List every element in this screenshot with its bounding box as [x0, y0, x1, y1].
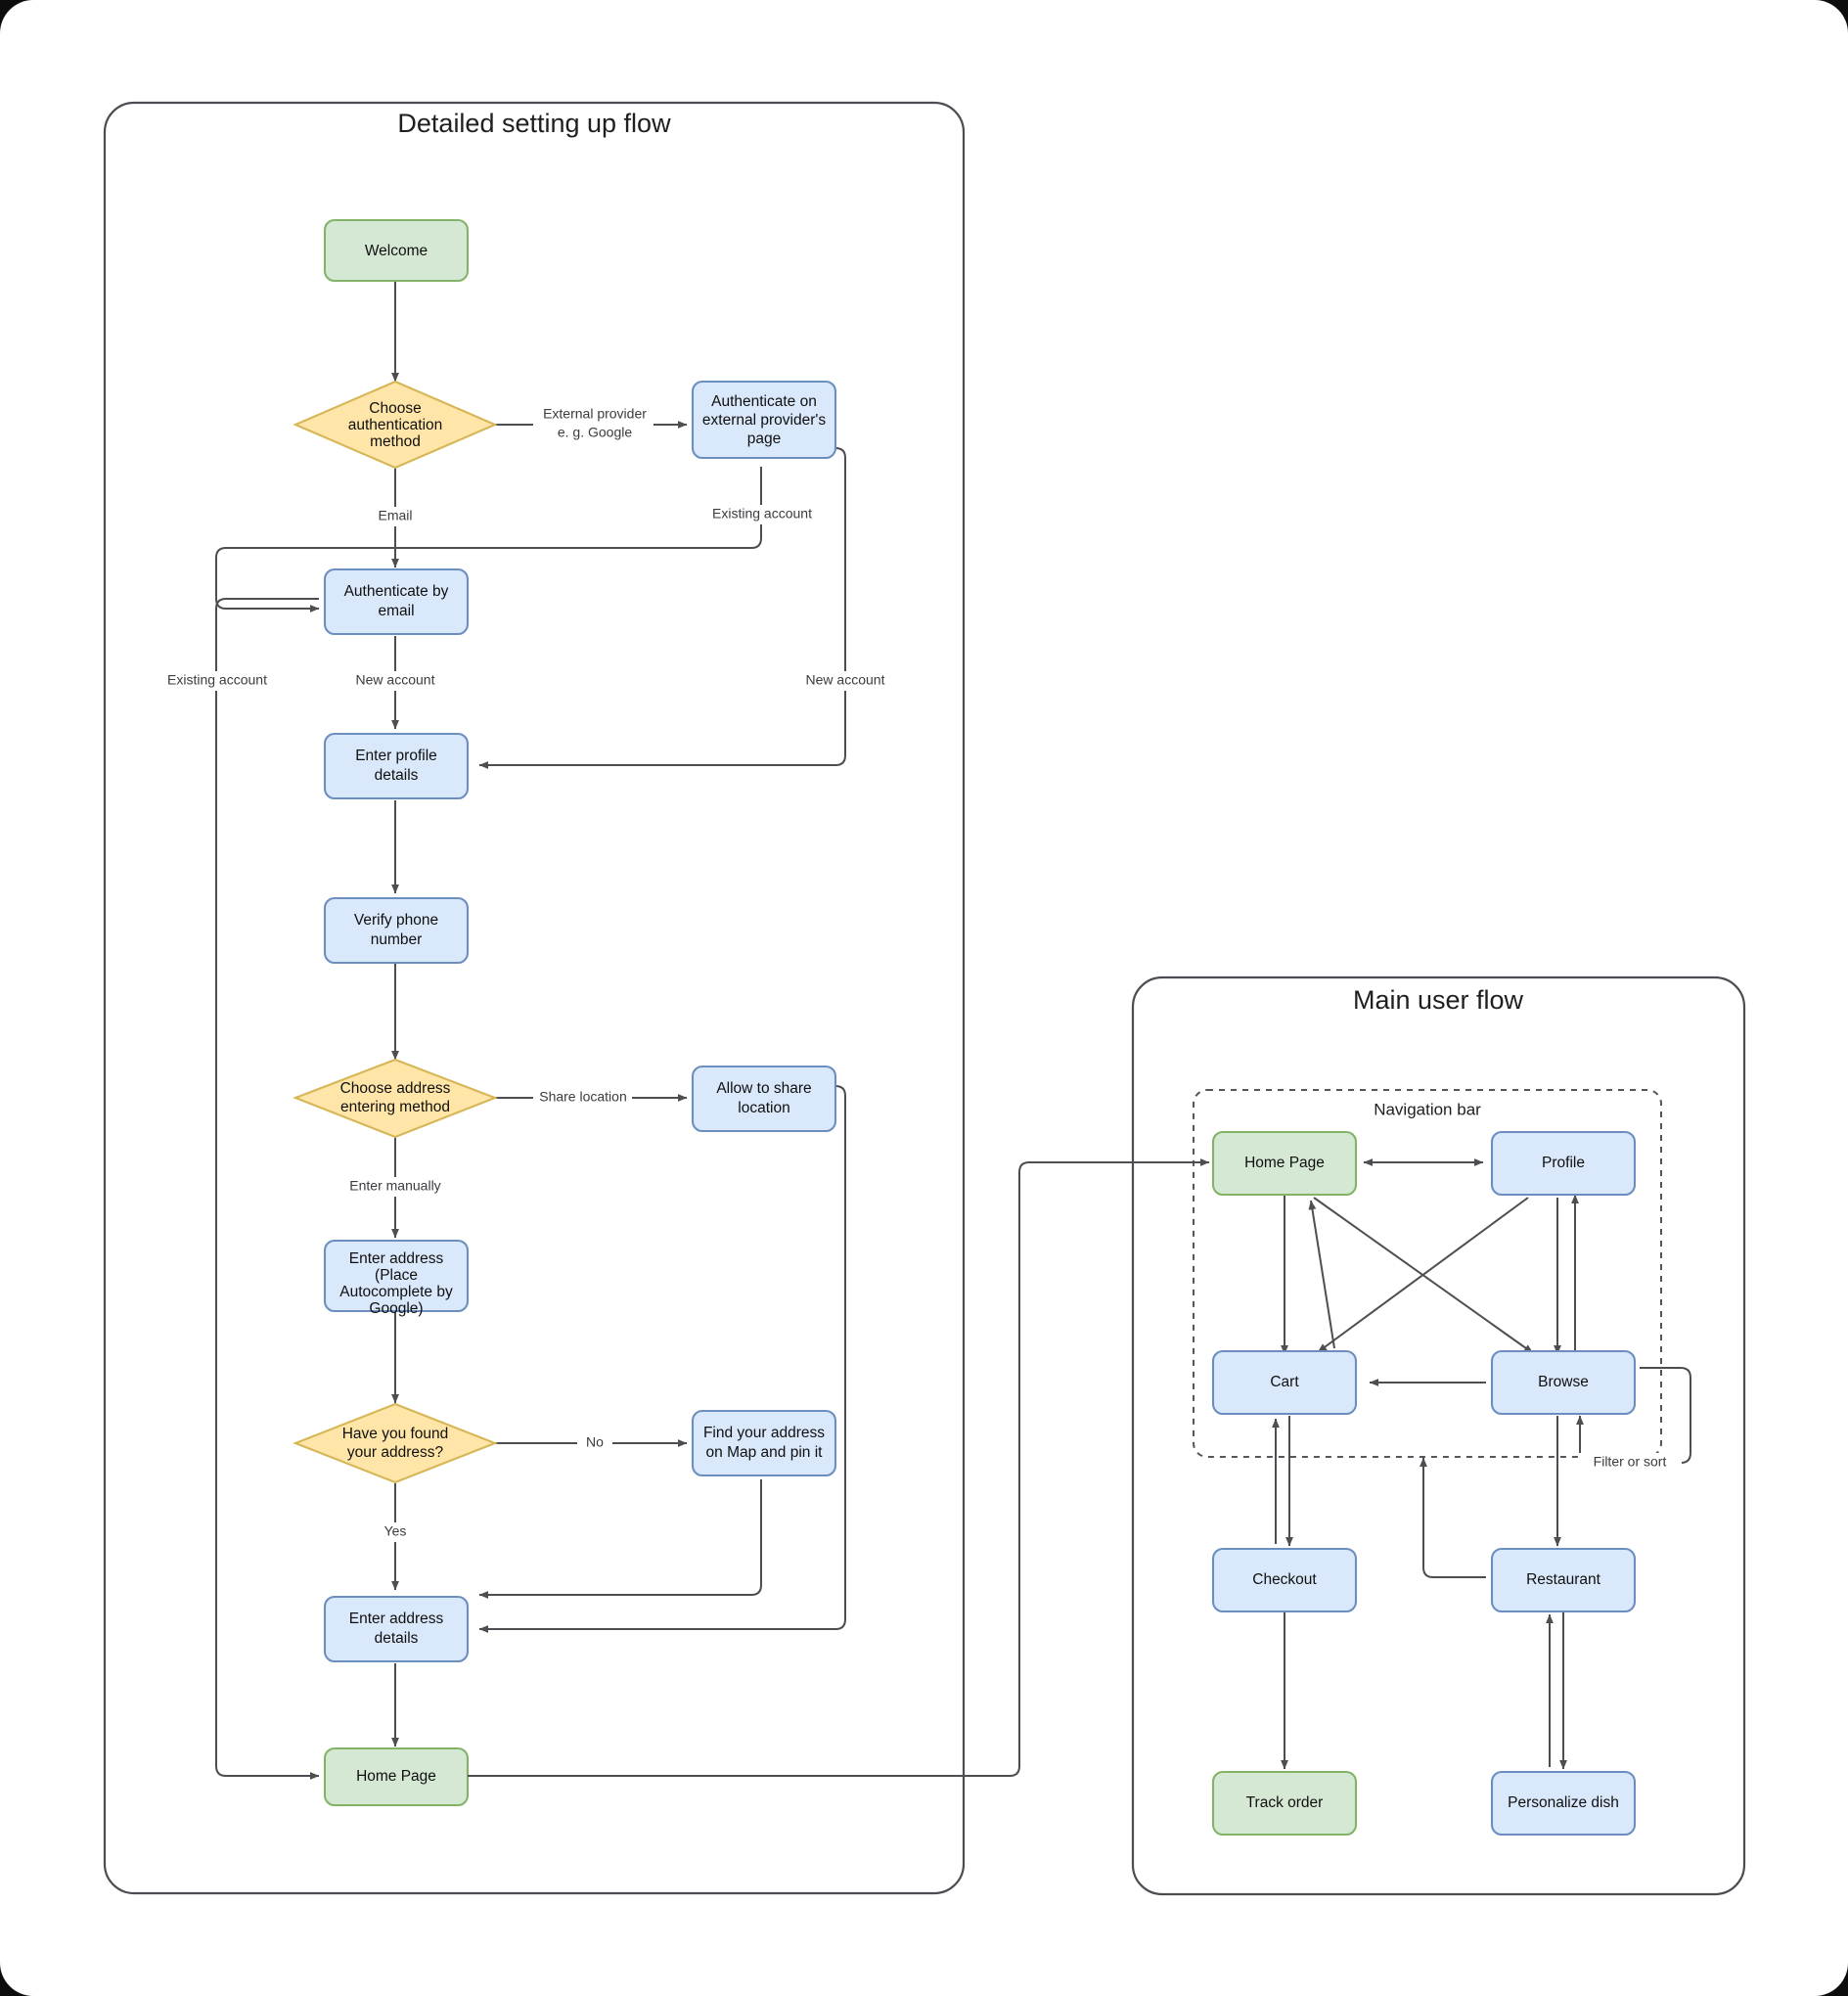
node-enter-address-line4: Google) — [369, 1300, 423, 1317]
node-home-page-left[interactable]: Home Page — [323, 1746, 470, 1807]
node-profile-details-line1: Enter profile — [355, 748, 437, 764]
node-find-your-address-on-map[interactable]: Find your address on Map and pin it — [691, 1409, 837, 1477]
edge-label-existing-account-email: Existing account — [167, 672, 267, 688]
edge-label-external-provider-line1: External provider — [543, 406, 647, 422]
node-enter-address-line3: Autocomplete by — [339, 1284, 453, 1300]
node-profile-label: Profile — [1542, 1155, 1585, 1171]
node-auth-external-line1: Authenticate on — [711, 393, 817, 410]
node-authenticate-on-external-provider[interactable]: Authenticate on external provider's page — [691, 380, 837, 460]
edge-allow-location-to-address-details — [478, 1085, 846, 1633]
node-auth-email-line1: Authenticate by — [344, 583, 449, 600]
edge-find-on-map-to-address-details — [478, 1479, 762, 1599]
node-personalize-dish-label: Personalize dish — [1508, 1794, 1619, 1811]
node-checkout[interactable]: Checkout — [1211, 1547, 1358, 1613]
node-allow-to-share-location[interactable]: Allow to share location — [691, 1065, 837, 1133]
node-authenticate-by-email[interactable]: Authenticate by email — [323, 567, 470, 636]
node-home-page-main[interactable]: Home Page — [1211, 1130, 1358, 1197]
edge-label-filter-or-sort: Filter or sort — [1594, 1454, 1667, 1470]
group-navigation-bar-label: Navigation bar — [1374, 1100, 1481, 1118]
node-track-order[interactable]: Track order — [1211, 1770, 1358, 1837]
node-profile-details-line2: details — [375, 767, 419, 784]
node-choose-address-line2: entering method — [340, 1099, 450, 1115]
node-choose-auth-line3: method — [370, 433, 421, 450]
panel-title-right: Main user flow — [1353, 985, 1524, 1015]
node-enter-address-line2: (Place — [375, 1267, 418, 1284]
edge-label-no: No — [586, 1434, 604, 1450]
node-address-details-line1: Enter address — [349, 1610, 444, 1627]
node-cart-label: Cart — [1270, 1374, 1299, 1390]
edge-label-external-provider-line2: e. g. Google — [558, 425, 632, 440]
node-choose-authentication-method[interactable]: Choose authentication method — [293, 380, 498, 470]
node-choose-address-entering-method[interactable]: Choose address entering method — [293, 1058, 498, 1139]
edge-external-new-account — [478, 447, 846, 769]
edge-auth-email-existing-account — [215, 598, 320, 1780]
node-enter-address-details[interactable]: Enter address details — [323, 1595, 470, 1663]
edge-label-new-account-external: New account — [806, 672, 885, 688]
node-enter-address-place-autocomplete[interactable]: Enter address (Place Autocomplete by Goo… — [323, 1239, 470, 1317]
panel-title-left: Detailed setting up flow — [397, 109, 671, 138]
node-profile[interactable]: Profile — [1490, 1130, 1637, 1197]
node-found-address-line1: Have you found — [342, 1426, 449, 1442]
node-browse[interactable]: Browse — [1490, 1349, 1637, 1416]
panel-main-user-flow — [1131, 975, 1746, 1896]
node-restaurant[interactable]: Restaurant — [1490, 1547, 1637, 1613]
edge-label-share-location: Share location — [539, 1089, 627, 1105]
node-auth-external-line2: external provider's — [702, 412, 826, 429]
node-find-on-map-line1: Find your address — [703, 1425, 825, 1441]
edge-cart-to-profile — [1317, 1197, 1529, 1353]
node-verify-phone-line2: number — [371, 931, 423, 948]
node-cart[interactable]: Cart — [1211, 1349, 1358, 1416]
node-welcome-label: Welcome — [365, 243, 428, 259]
node-find-on-map-line2: on Map and pin it — [706, 1444, 824, 1461]
edge-label-new-account-email: New account — [356, 672, 435, 688]
edge-external-existing-account — [215, 467, 762, 612]
node-enter-address-line1: Enter address — [349, 1250, 444, 1267]
edge-label-email: Email — [378, 508, 412, 523]
node-restaurant-label: Restaurant — [1526, 1571, 1601, 1588]
node-found-address-line2: your address? — [347, 1444, 444, 1461]
node-choose-auth-line1: Choose — [369, 400, 421, 417]
edge-browse-filter-or-sort — [1576, 1367, 1691, 1464]
edge-browse-to-home — [1308, 1200, 1335, 1349]
node-enter-profile-details[interactable]: Enter profile details — [323, 732, 470, 800]
node-auth-email-line2: email — [378, 603, 414, 619]
node-choose-auth-line2: authentication — [348, 417, 443, 433]
edge-label-yes: Yes — [384, 1523, 407, 1539]
node-home-page-main-label: Home Page — [1244, 1155, 1325, 1171]
node-address-details-line2: details — [375, 1630, 419, 1647]
node-track-order-label: Track order — [1246, 1794, 1324, 1811]
node-allow-location-line1: Allow to share — [716, 1080, 811, 1097]
edge-restaurant-to-cart — [1420, 1457, 1486, 1578]
node-home-page-left-label: Home Page — [356, 1768, 436, 1785]
node-welcome[interactable]: Welcome — [323, 218, 470, 283]
node-checkout-label: Checkout — [1252, 1571, 1317, 1588]
node-auth-external-line3: page — [747, 431, 781, 447]
edge-left-home-to-main-home — [468, 1158, 1210, 1777]
node-personalize-dish[interactable]: Personalize dish — [1490, 1770, 1637, 1837]
node-verify-phone-line1: Verify phone — [354, 912, 438, 929]
panel-detailed-setting-up-flow — [103, 101, 966, 1895]
edge-label-existing-account-external: Existing account — [712, 506, 812, 522]
edge-label-enter-manually: Enter manually — [349, 1178, 440, 1194]
node-have-you-found-your-address[interactable]: Have you found your address? — [293, 1402, 498, 1484]
node-choose-address-line1: Choose address — [340, 1080, 451, 1097]
node-verify-phone-number[interactable]: Verify phone number — [323, 896, 470, 965]
node-allow-location-line2: location — [738, 1100, 789, 1116]
node-browse-label: Browse — [1538, 1374, 1589, 1390]
